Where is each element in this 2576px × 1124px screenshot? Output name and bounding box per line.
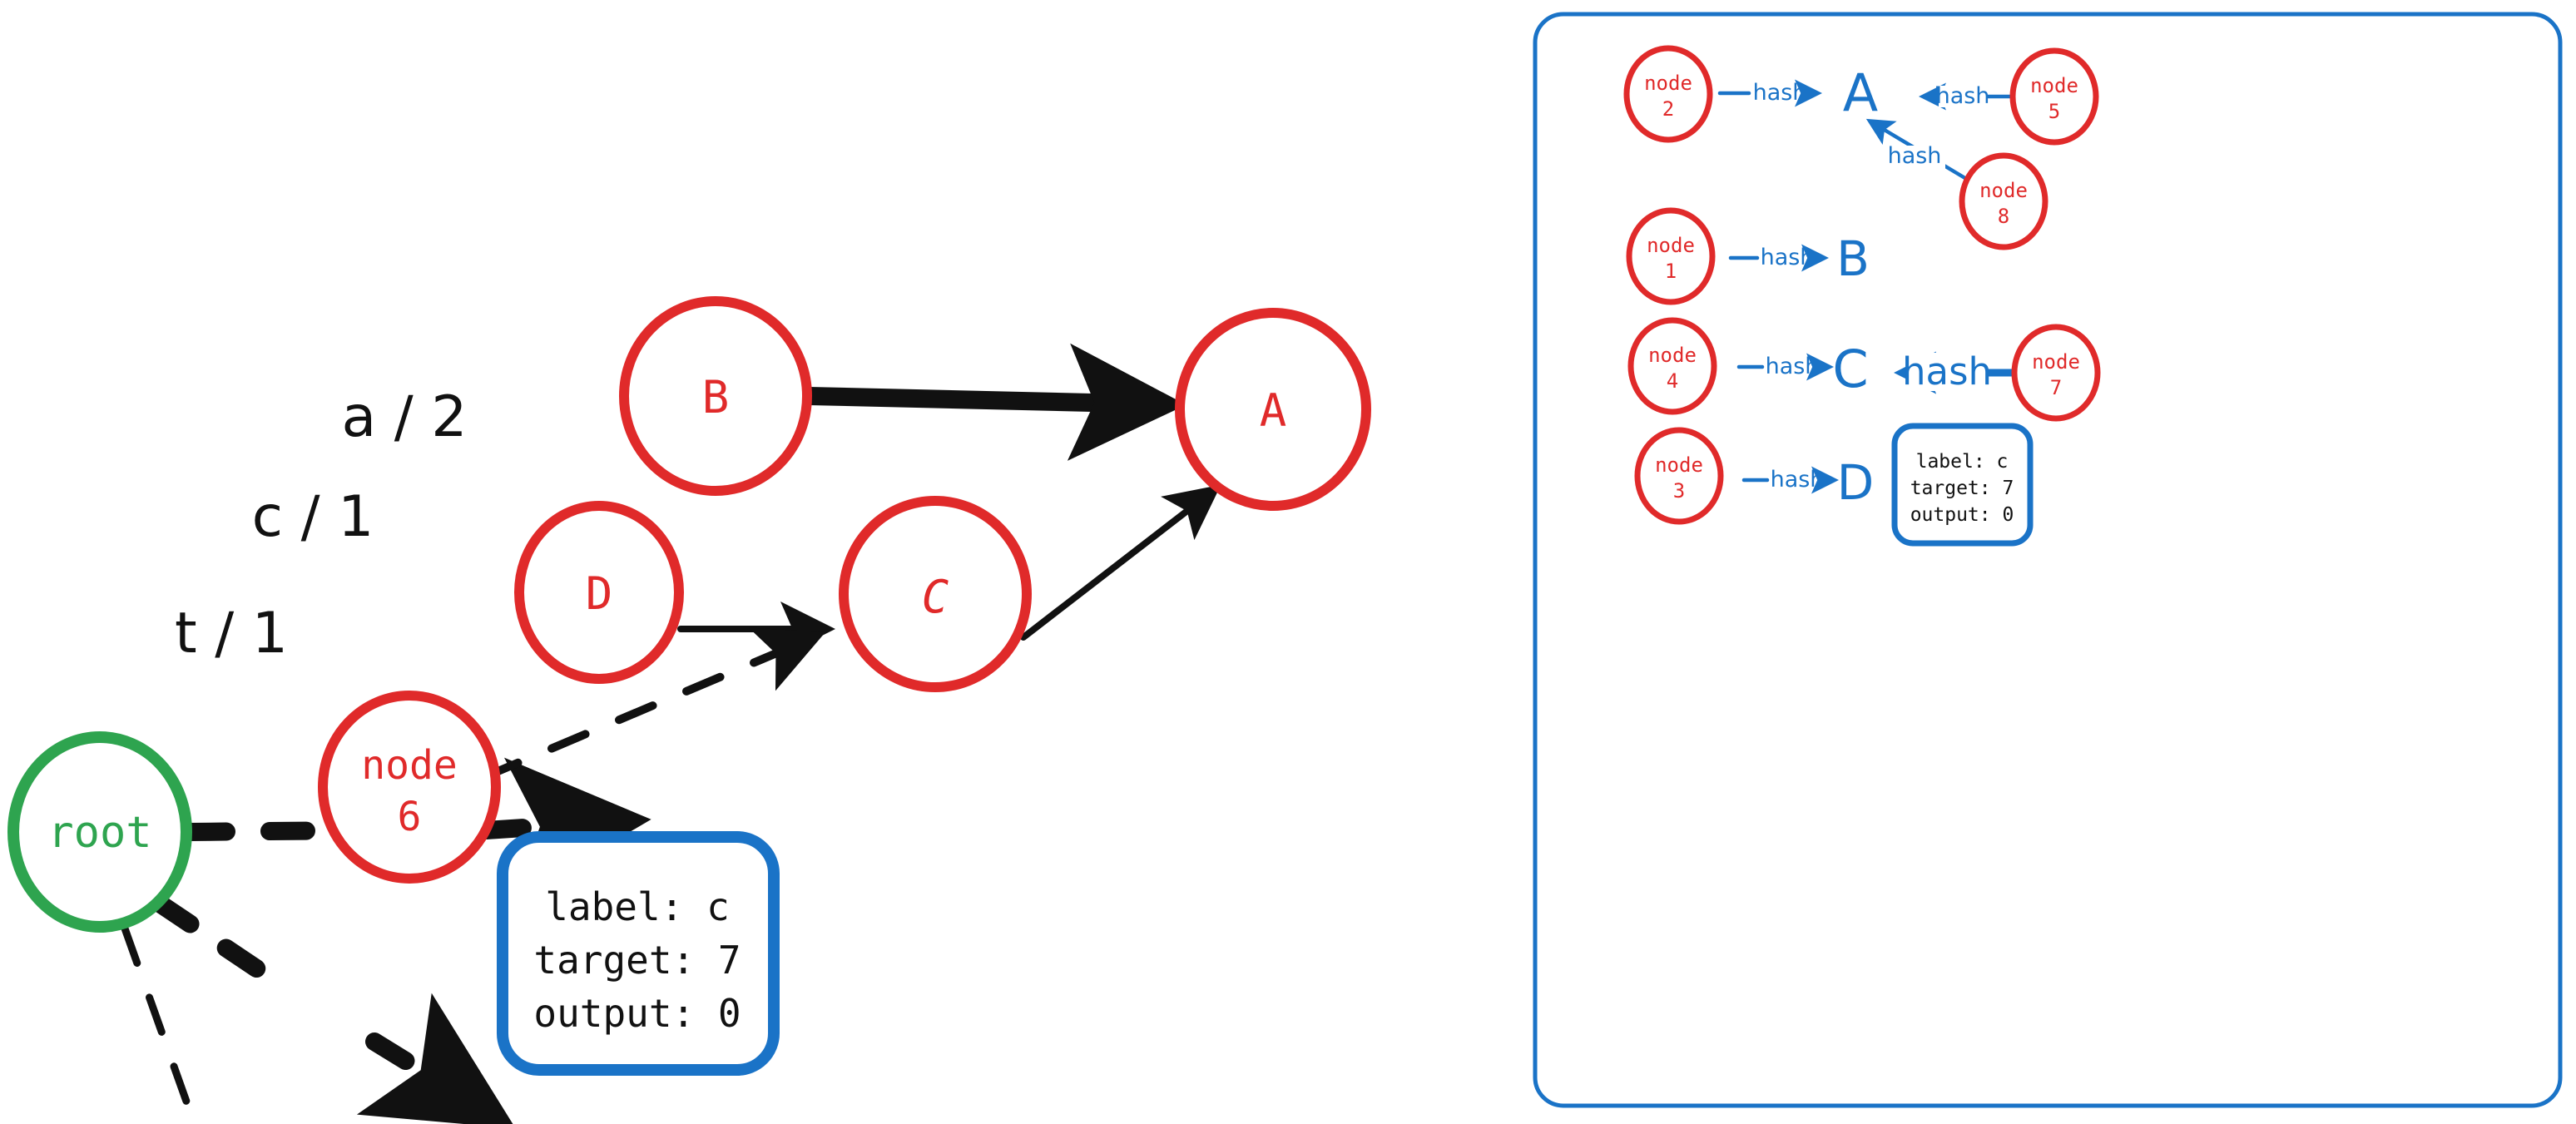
left-nodes: root B A D C node 6 xyxy=(7,296,1371,933)
right-node-2[interactable]: node 2 xyxy=(1623,45,1713,143)
node-root[interactable]: root xyxy=(7,731,192,933)
right-node-1-label-2: 1 xyxy=(1665,260,1677,283)
right-node-3[interactable]: node 3 xyxy=(1634,427,1724,525)
right-row-d: node 3 hash D xyxy=(1634,427,1875,525)
right-edge-8-to-a-label: hash xyxy=(1888,143,1942,169)
edge-root-to-d-2 xyxy=(356,993,516,1124)
right-edge-3-to-d-label: hash xyxy=(1771,467,1825,493)
node-d-circle[interactable] xyxy=(514,501,684,684)
right-node-5-label-2: 5 xyxy=(2048,100,2060,123)
node-c-label: C xyxy=(922,571,949,623)
right-info-line-target: target: 7 xyxy=(1910,478,2014,499)
right-info-box[interactable]: label: c target: 7 output: 0 xyxy=(1891,423,2034,547)
edge-root-to-d xyxy=(151,894,285,991)
edge-root-to-b-2 xyxy=(477,757,651,900)
right-node-1-circle[interactable] xyxy=(1626,207,1716,305)
node-root-circle[interactable] xyxy=(7,731,192,933)
left-info-line-label: label: c xyxy=(545,884,730,929)
right-node-5-circle[interactable] xyxy=(2009,47,2099,146)
right-edge-2-to-a-label: hash xyxy=(1753,80,1807,106)
right-node-3-label-2: 3 xyxy=(1673,479,1685,503)
right-node-8-label: node xyxy=(1979,179,2028,202)
node-b-circle[interactable] xyxy=(619,296,812,496)
right-result-letter-b: B xyxy=(1836,230,1870,287)
node-6-label-2: 6 xyxy=(398,794,422,840)
right-panel: node 2 hash A hash hash node 5 hash node xyxy=(1533,12,2563,1108)
left-diagram: root B A D C node 6 xyxy=(7,296,1371,1124)
right-node-5-label: node xyxy=(2030,74,2078,97)
left-info-line-target: target: 7 xyxy=(533,938,741,983)
right-row-a: node 2 hash A hash hash node 5 hash node xyxy=(1623,45,2099,250)
right-node-7-circle[interactable] xyxy=(2011,324,2101,422)
right-node-1[interactable]: node 1 xyxy=(1626,207,1716,305)
right-result-letter-d: D xyxy=(1837,454,1875,511)
right-result-letter-c: C xyxy=(1832,339,1868,399)
node-b[interactable]: B xyxy=(619,296,812,496)
left-edge-labels: a / 2 c / 1 t / 1 xyxy=(175,384,468,666)
right-node-2-label: node xyxy=(1644,72,1692,95)
right-edge-5-to-a-label-bg xyxy=(1939,86,1987,107)
left-edges xyxy=(121,343,1221,1124)
edge-label-c1: c / 1 xyxy=(252,484,374,550)
right-node-5[interactable]: node 5 xyxy=(2009,47,2099,146)
node-a-label: A xyxy=(1260,384,1287,437)
right-info-line-output: output: 0 xyxy=(1910,504,2014,526)
right-node-4-circle[interactable] xyxy=(1627,317,1717,415)
right-edge-5-to-a-label-top: hash xyxy=(1936,83,1990,109)
right-edge-4-to-c-label: hash xyxy=(1766,354,1820,379)
right-edge-8-label-bg xyxy=(1887,146,1945,169)
right-node-8-label-2: 8 xyxy=(1998,205,2009,228)
node-c[interactable]: C xyxy=(839,496,1032,692)
edge-root-to-b xyxy=(181,821,365,841)
node-6-label: node xyxy=(361,742,458,789)
node-d-label: D xyxy=(586,567,613,620)
right-node-2-circle[interactable] xyxy=(1623,45,1713,143)
node-b-label: B xyxy=(702,371,730,423)
node-6-circle[interactable] xyxy=(318,691,501,884)
right-edge-1-to-b-label: hash xyxy=(1761,245,1815,270)
right-node-7-label: node xyxy=(2032,350,2080,374)
right-result-letter-a: A xyxy=(1843,62,1878,123)
node-a[interactable]: A xyxy=(1175,308,1371,511)
right-info-line-label: label: c xyxy=(1916,451,2009,473)
right-node-1-label: node xyxy=(1647,234,1695,257)
node-d[interactable]: D xyxy=(514,501,684,684)
left-info-box-border[interactable] xyxy=(497,831,780,1076)
node-root-label: root xyxy=(47,808,151,858)
edge-node6-to-c xyxy=(480,627,825,781)
node-6[interactable]: node 6 xyxy=(318,691,501,884)
right-row-c: node 4 hash C hash node 7 xyxy=(1627,317,2101,422)
edge-c-to-a xyxy=(1020,484,1221,641)
edge-root-to-node6 xyxy=(121,924,199,1124)
right-node-4-label-2: 4 xyxy=(1667,369,1678,393)
right-node-2-label-2: 2 xyxy=(1662,97,1674,121)
left-info-line-output: output: 0 xyxy=(533,991,741,1036)
node-c-circle[interactable] xyxy=(839,496,1032,692)
right-node-3-circle[interactable] xyxy=(1634,427,1724,525)
left-info-box[interactable]: label: c target: 7 output: 0 xyxy=(497,831,780,1076)
right-node-7-label-2: 7 xyxy=(2050,376,2062,399)
right-node-7[interactable]: node 7 xyxy=(2011,324,2101,422)
right-panel-border xyxy=(1533,12,2563,1108)
right-node-8[interactable]: node 8 xyxy=(1959,152,2048,250)
edge-b-to-a xyxy=(800,343,1186,461)
right-node-4-label: node xyxy=(1648,344,1697,367)
edge-label-a2: a / 2 xyxy=(341,384,467,450)
right-edge-7-label-bg xyxy=(1907,353,1987,391)
edge-label-t1: t / 1 xyxy=(175,601,288,666)
right-info-box-border[interactable] xyxy=(1891,423,2034,547)
node-a-circle[interactable] xyxy=(1175,308,1371,511)
right-node-3-label: node xyxy=(1655,453,1703,477)
right-node-4[interactable]: node 4 xyxy=(1627,317,1717,415)
right-edge-7-to-c-label: hash xyxy=(1902,349,1992,394)
right-node-8-circle[interactable] xyxy=(1959,152,2048,250)
right-row-b: node 1 hash B xyxy=(1626,207,1870,305)
